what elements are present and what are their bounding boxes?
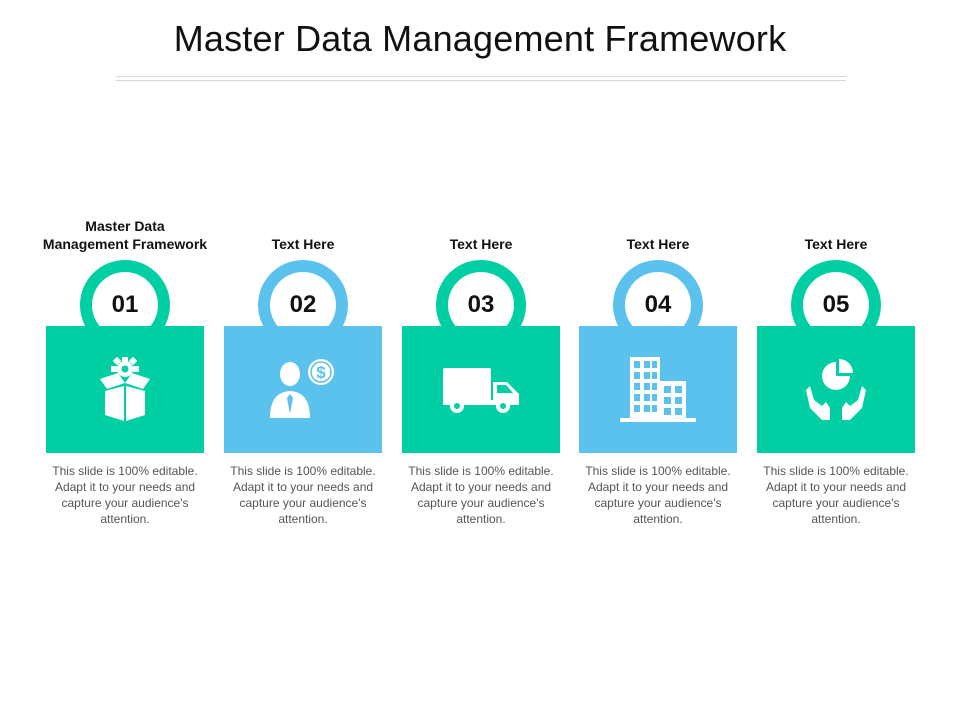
step-3: Text Here 03 This slide is 100% editable… — [391, 205, 571, 565]
step-description: This slide is 100% editable. Adapt it to… — [52, 464, 198, 526]
title-divider-bottom — [116, 80, 846, 81]
step-description: This slide is 100% editable. Adapt it to… — [408, 464, 554, 526]
step-description: This slide is 100% editable. Adapt it to… — [585, 464, 731, 526]
page-title: Master Data Management Framework — [173, 18, 787, 59]
step-heading: Text Here — [271, 236, 335, 252]
svg-text:$: $ — [316, 363, 326, 382]
step-heading: Text Here — [804, 236, 868, 252]
step-2: Text Here 02 $ This slide is 100% editab… — [213, 205, 393, 565]
step-heading: Text Here — [626, 236, 690, 252]
step-icon-panel — [579, 326, 737, 453]
businessman-dollar-icon: $ — [270, 358, 334, 418]
step-icon-panel — [757, 326, 915, 453]
hands-pie-chart-icon — [806, 358, 866, 420]
step-icon-panel: $ — [224, 326, 382, 453]
step-5: Text Here 05 This slide is 100% editable… — [746, 205, 926, 565]
title-divider-top — [116, 76, 846, 77]
step-description: This slide is 100% editable. Adapt it to… — [763, 464, 909, 526]
step-heading: Text Here — [449, 236, 513, 252]
box-gear-icon — [100, 356, 150, 421]
step-description: This slide is 100% editable. Adapt it to… — [230, 464, 376, 526]
step-heading: Master Data Management Framework — [42, 218, 208, 252]
delivery-truck-icon — [443, 367, 519, 413]
step-icon-panel — [402, 326, 560, 453]
step-1: Master Data Management Framework 01 This… — [35, 205, 215, 565]
office-building-icon — [620, 356, 696, 422]
step-icon-panel — [46, 326, 204, 453]
step-4: Text Here 04 This slide is 100% editable… — [568, 205, 748, 565]
